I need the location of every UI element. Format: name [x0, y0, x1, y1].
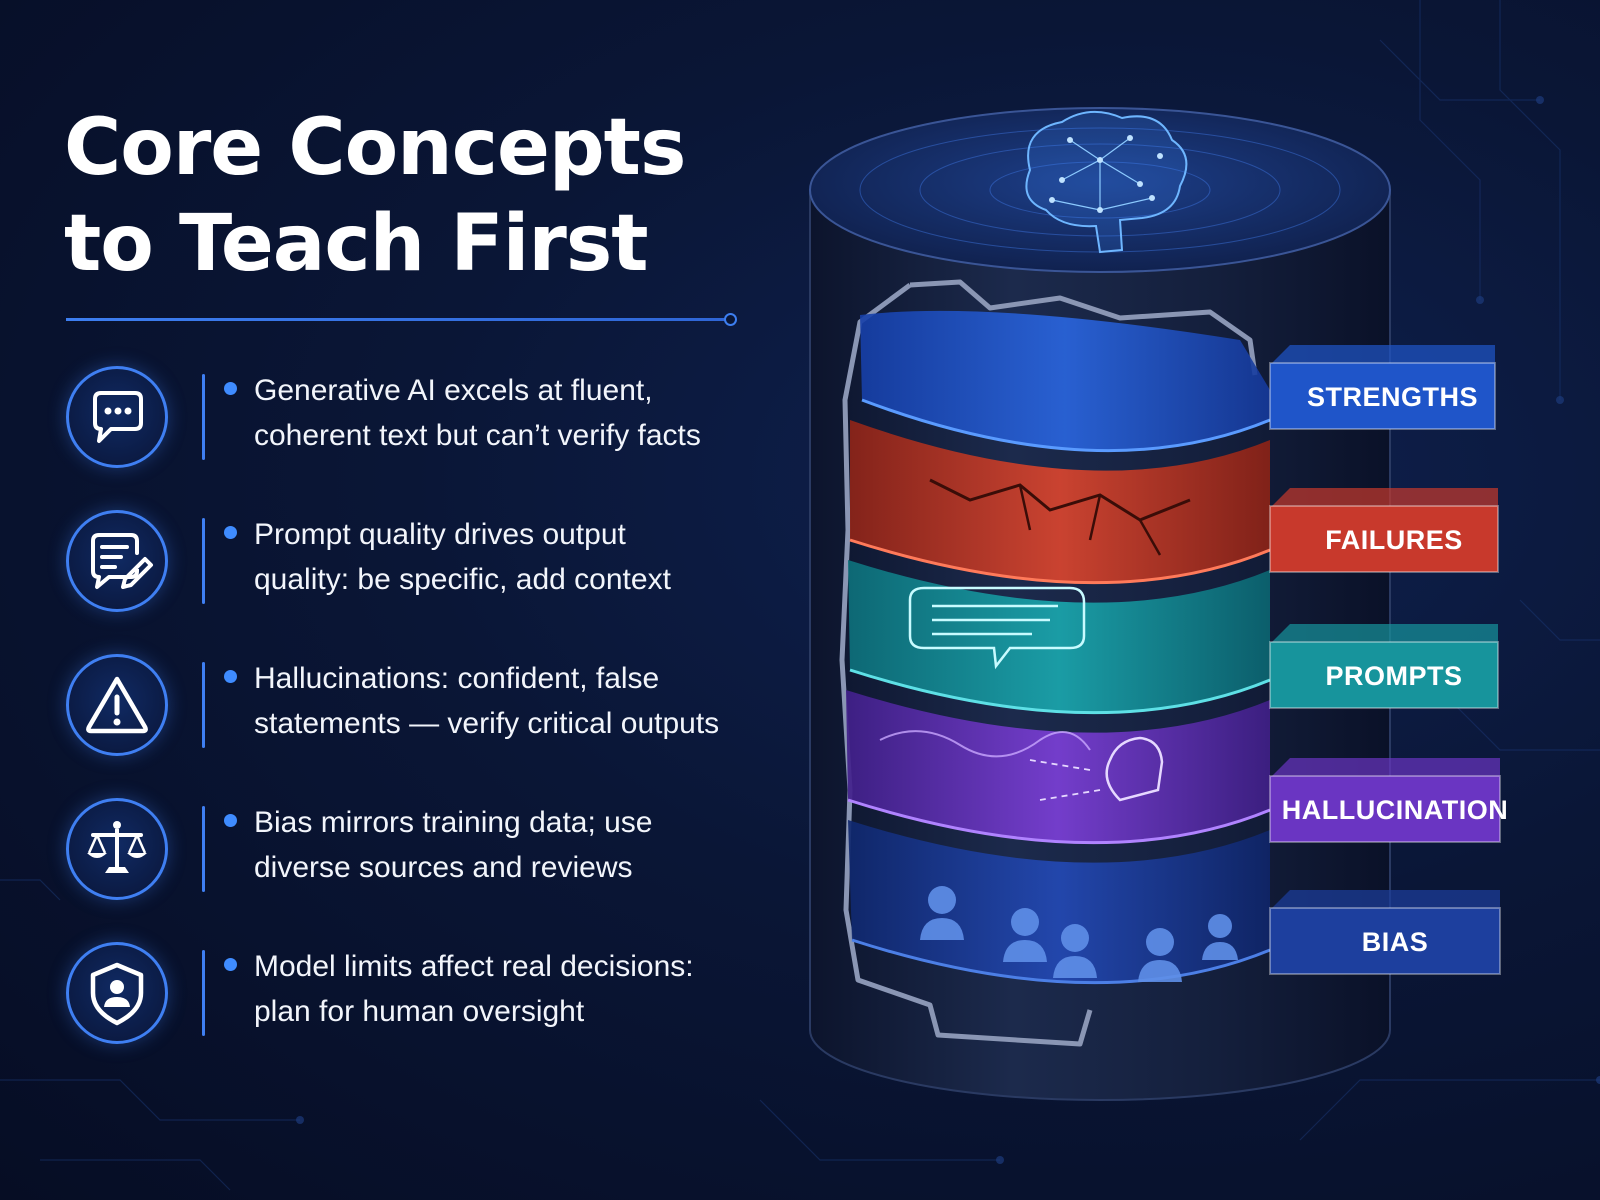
page-title-line-2: to Teach First	[64, 199, 649, 289]
layer-disc-prompts	[848, 560, 1271, 715]
concept-text-line-2: quality: be specific, add context	[254, 563, 671, 596]
concept-divider	[202, 662, 205, 748]
concept-item-1: Generative AI excels at fluent, coherent…	[66, 366, 786, 470]
layer-label-text: HALLUCINATION	[1282, 795, 1508, 825]
concept-text: Bias mirrors training data; use diverse …	[254, 800, 794, 890]
concept-text-line-2: plan for human oversight	[254, 995, 585, 1028]
layer-label-failures: FAILURES	[1269, 488, 1499, 573]
concept-text: Model limits affect real decisions: plan…	[254, 944, 794, 1034]
concept-text-line-2: statements — verify critical outputs	[254, 707, 720, 740]
layer-disc-hallucination	[846, 690, 1271, 845]
layer-disc-failures	[849, 420, 1271, 585]
page-title: Core Concepts to Teach First	[64, 100, 764, 292]
layer-disc-bias	[848, 820, 1271, 985]
layer-label-text: FAILURES	[1325, 525, 1463, 555]
page-title-line-1: Core Concepts	[64, 103, 686, 193]
people-icon	[920, 886, 1238, 982]
concept-text-line-1: Prompt quality drives output	[254, 518, 626, 551]
title-underline	[66, 318, 726, 321]
layer-label-text: BIAS	[1362, 927, 1429, 957]
layer-label-text: STRENGTHS	[1307, 382, 1478, 412]
layer-label-strengths: STRENGTHS	[1269, 345, 1496, 430]
concept-text-line-1: Hallucinations: confident, false	[254, 662, 660, 695]
warning-icon	[66, 654, 168, 756]
layered-cylinder-diagram: STRENGTHS FAILURES PROMPTS HALLUCINATION BIA…	[809, 107, 1508, 1101]
concept-text-line-1: Bias mirrors training data; use	[254, 806, 653, 839]
concept-item-3: Hallucinations: confident, false stateme…	[66, 654, 786, 758]
concept-item-2: Prompt quality drives output quality: be…	[66, 510, 786, 614]
concept-item-4: Bias mirrors training data; use diverse …	[66, 798, 786, 902]
cutaway-outline	[839, 282, 1093, 1047]
concept-text-line-1: Generative AI excels at fluent,	[254, 374, 653, 407]
concept-divider	[202, 518, 205, 604]
shield-user-icon	[66, 942, 168, 1044]
concept-text-line-1: Model limits affect real decisions:	[254, 950, 694, 983]
bullet-dot	[224, 526, 237, 539]
concept-text: Generative AI excels at fluent, coherent…	[254, 368, 794, 458]
bullet-dot	[224, 814, 237, 827]
document-edit-icon	[66, 510, 168, 612]
concept-text: Hallucinations: confident, false stateme…	[254, 656, 794, 746]
bullet-dot	[224, 382, 237, 395]
concept-text-line-2: coherent text but can’t verify facts	[254, 419, 701, 452]
bullet-dot	[224, 670, 237, 683]
scales-icon	[66, 798, 168, 900]
layer-label-text: PROMPTS	[1325, 661, 1462, 691]
concept-divider	[202, 950, 205, 1036]
bullet-dot	[224, 958, 237, 971]
concept-text-line-2: diverse sources and reviews	[254, 851, 633, 884]
concept-divider	[202, 806, 205, 892]
chat-bubble-icon	[66, 366, 168, 468]
concept-text: Prompt quality drives output quality: be…	[254, 512, 794, 602]
layer-label-prompts: PROMPTS	[1269, 624, 1499, 709]
title-underline-dot	[724, 313, 737, 326]
concept-divider	[202, 374, 205, 460]
layer-disc-strengths	[860, 310, 1271, 453]
layer-label-bias: BIAS	[1269, 890, 1501, 975]
layer-label-hallucination: HALLUCINATION	[1269, 758, 1508, 843]
concept-item-5: Model limits affect real decisions: plan…	[66, 942, 786, 1046]
